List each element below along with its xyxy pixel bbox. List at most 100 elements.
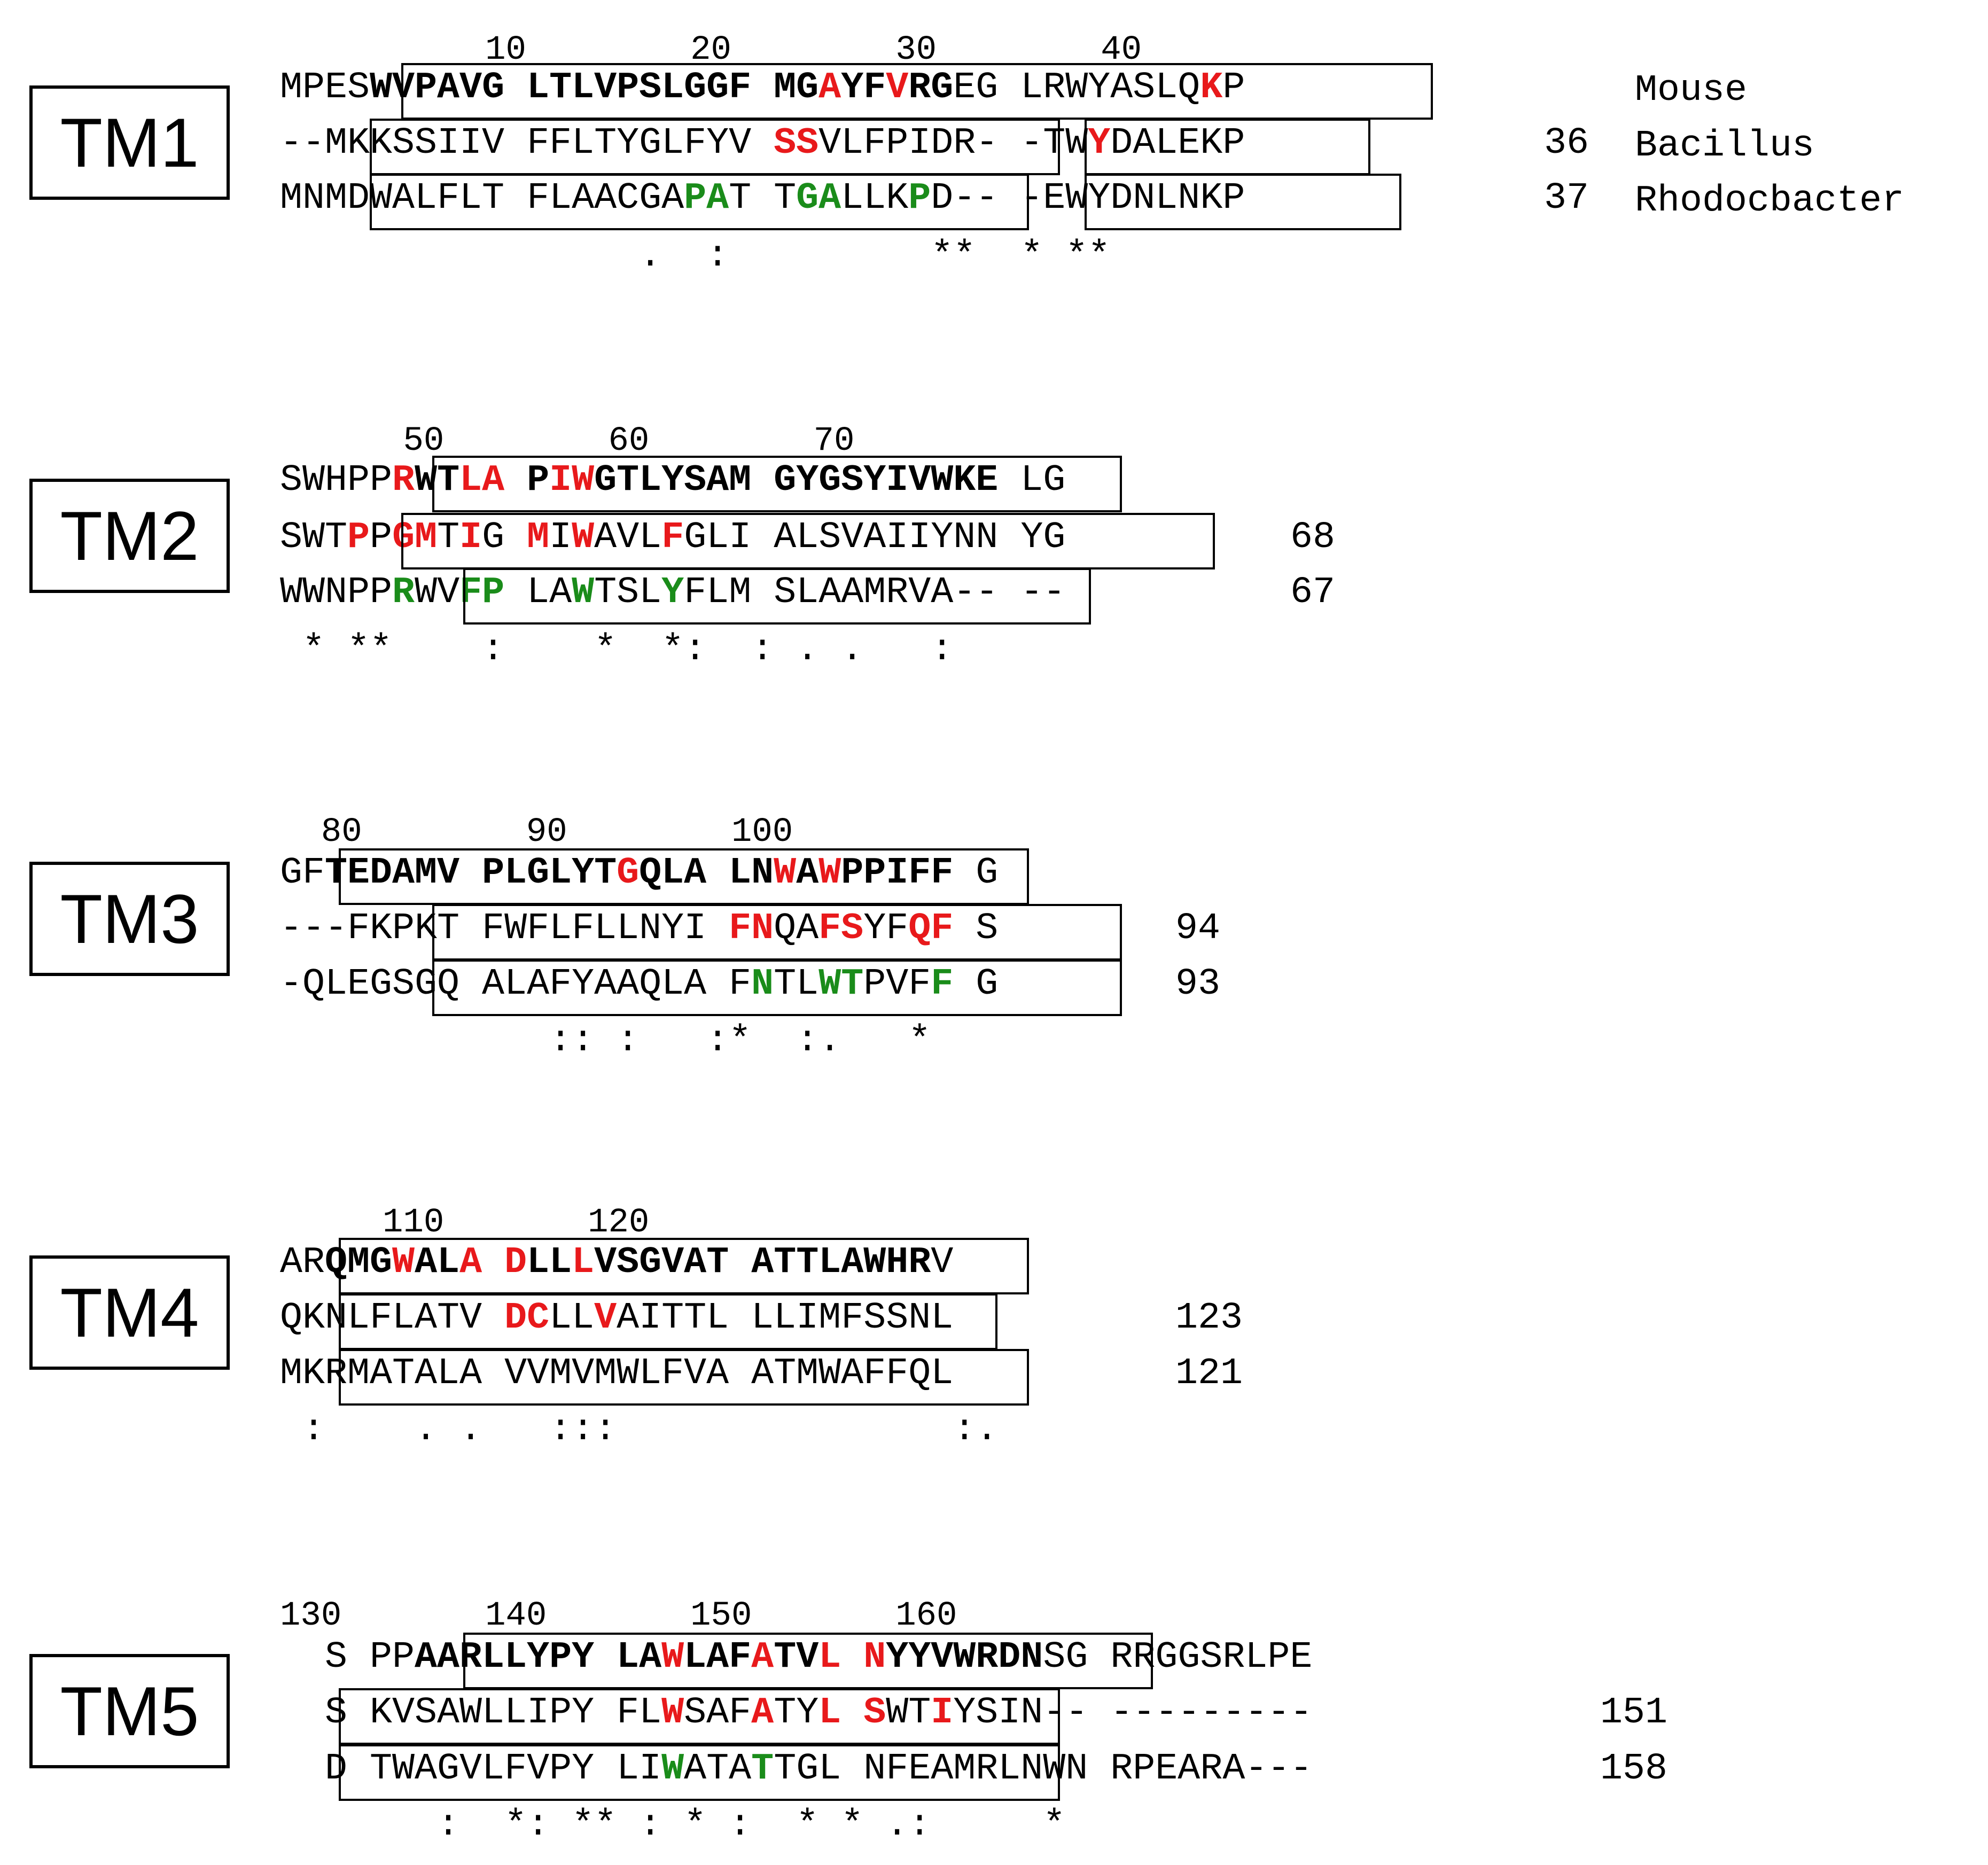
residue-segment: A xyxy=(818,67,841,109)
residue-segment: SAF xyxy=(684,1692,752,1734)
residue-segment: GM xyxy=(392,517,438,559)
residue-segment: G xyxy=(953,852,999,894)
helix-box xyxy=(463,568,1091,625)
residue-segment: T xyxy=(437,517,460,559)
helix-box xyxy=(432,904,1122,961)
helix-box xyxy=(432,959,1122,1016)
residue-segment: --MKKSSIIV FFLTYGLFYV xyxy=(280,122,774,165)
helix-box xyxy=(339,1688,1060,1745)
residue-segment: AITTL LLIMFSSNL xyxy=(617,1297,954,1339)
residue-segment: PPIFF xyxy=(841,852,954,894)
conservation-line: * ** : * *: : . . : xyxy=(280,629,954,671)
residue-segment: TSL xyxy=(594,572,662,614)
residue-segment: W xyxy=(661,1748,684,1790)
residue-segment: W xyxy=(572,572,595,614)
residue-count: 158 xyxy=(1600,1748,1668,1790)
helix-box xyxy=(432,456,1122,512)
residue-count: 94 xyxy=(1175,908,1221,950)
residue-segment: FN xyxy=(729,908,774,950)
tm-label-box: TM2 xyxy=(29,479,230,593)
residue-count: 93 xyxy=(1175,963,1221,1005)
residue-segment: V xyxy=(594,1297,617,1339)
residue-segment: YF xyxy=(841,67,886,109)
residue-count: 151 xyxy=(1600,1692,1668,1734)
residue-segment: G xyxy=(617,852,640,894)
species-label: Rhodocbacter xyxy=(1635,180,1905,222)
helix-box xyxy=(339,1293,998,1350)
residue-segment: A xyxy=(751,1692,774,1734)
residue-segment: M xyxy=(527,517,550,559)
sequence-row: S PPAARLLYPY LAWLAFATVL NYYVWRDNSG RRGGS… xyxy=(280,1639,1312,1676)
residue-segment: SG RRGGSRLPE xyxy=(1043,1636,1313,1679)
helix-box xyxy=(339,1238,1029,1294)
residue-segment: EG LRWYASLQ xyxy=(953,67,1200,109)
residue-segment: Y xyxy=(661,572,684,614)
residue-segment: K xyxy=(1200,67,1223,109)
residue-segment: QKNLFLATV xyxy=(280,1297,505,1339)
residue-segment: TV xyxy=(774,1636,819,1679)
residue-segment: W xyxy=(661,1636,684,1679)
tm-label-box: TM1 xyxy=(29,85,230,200)
residue-segment: DALEKP xyxy=(1110,122,1245,165)
residue-segment: L xyxy=(572,1242,595,1284)
residue-segment: TY xyxy=(774,1692,819,1734)
residue-segment: ---FKPKT FWFLFLLNYI xyxy=(280,908,729,950)
residue-segment: P xyxy=(370,517,393,559)
residue-segment: P xyxy=(1222,67,1245,109)
residue-segment: I xyxy=(549,459,572,502)
residue-segment: V xyxy=(886,67,909,109)
residue-segment: P xyxy=(908,177,931,220)
residue-segment: AR xyxy=(280,1242,325,1284)
residue-segment: A xyxy=(459,1242,482,1284)
residue-segment: S xyxy=(863,1692,886,1734)
tm-label: TM3 xyxy=(60,880,199,958)
residue-segment: I xyxy=(549,517,572,559)
residue-segment: T xyxy=(751,1748,774,1790)
residue-segment: WWNPP xyxy=(280,572,393,614)
sequence-row: MPESWVPAVG LTLVPSLGGF MGAYFVRGEG LRWYASL… xyxy=(280,69,1245,107)
residue-segment: Y xyxy=(1088,122,1111,165)
helix-box xyxy=(401,63,1433,120)
sequence-row: S KVSAWLLIPY FLWSAFATYL SWTIYSIN-- -----… xyxy=(280,1695,1312,1732)
helix-box xyxy=(1084,119,1371,175)
residue-segment: QA xyxy=(774,908,819,950)
residue-segment: PVF xyxy=(863,963,931,1005)
residue-segment: S PP xyxy=(280,1636,415,1679)
position-ruler: 130 140 150 160 xyxy=(280,1597,957,1635)
residue-segment: F xyxy=(931,963,954,1005)
sequence-row: D TWAGVLFVPY LIWATATTGL NFEAMRLNWN RPEAR… xyxy=(280,1751,1312,1788)
residue-segment: I xyxy=(459,517,482,559)
sequence-row: --MKKSSIIV FFLTYGLFYV SSVLFPIDR- -TWYDAL… xyxy=(280,125,1245,162)
helix-box xyxy=(401,513,1215,569)
residue-segment: FP xyxy=(459,572,505,614)
residue-segment: YYVWRDN xyxy=(886,1636,1043,1679)
position-ruler: 80 90 100 xyxy=(280,813,793,852)
conservation-line: . : ** * ** xyxy=(280,235,1111,277)
residue-segment: D-- -EWYDNLNKP xyxy=(931,177,1245,220)
residue-segment: S KVSAWLLIPY FL xyxy=(280,1692,662,1734)
species-label: Bacillus xyxy=(1635,125,1815,167)
residue-segment: WT xyxy=(886,1692,931,1734)
residue-segment: LL xyxy=(549,1297,595,1339)
residue-segment: P xyxy=(347,517,370,559)
tm-label: TM4 xyxy=(60,1274,199,1352)
residue-segment: R xyxy=(392,459,415,502)
residue-segment: VLFPIDR- -TW xyxy=(818,122,1088,165)
residue-segment: VSGVAT ATTLAWHR xyxy=(594,1242,931,1284)
sequence-row: MKRMATALA VVMVMWLFVA ATMWAFFQL xyxy=(280,1355,953,1393)
residue-segment: QMG xyxy=(325,1242,393,1284)
residue-segment: GTLYSAM GYGSYIVWKE xyxy=(594,459,999,502)
helix-box xyxy=(339,1744,1060,1801)
residue-segment: SWHPP xyxy=(280,459,393,502)
residue-segment: QLA LN xyxy=(639,852,774,894)
residue-segment: A xyxy=(796,852,819,894)
tm-label: TM1 xyxy=(60,104,199,182)
residue-segment: G xyxy=(482,517,527,559)
sequence-row: GFTEDAMV PLGLYTGQLA LNWAWPPIFF G xyxy=(280,855,998,892)
residue-segment: YF xyxy=(863,908,909,950)
helix-box xyxy=(339,1349,1029,1406)
helix-box xyxy=(370,119,1060,175)
residue-segment: FS xyxy=(818,908,864,950)
residue-segment: LLK xyxy=(841,177,909,220)
residue-segment: GLI ALSVAIIYNN YG xyxy=(684,517,1066,559)
